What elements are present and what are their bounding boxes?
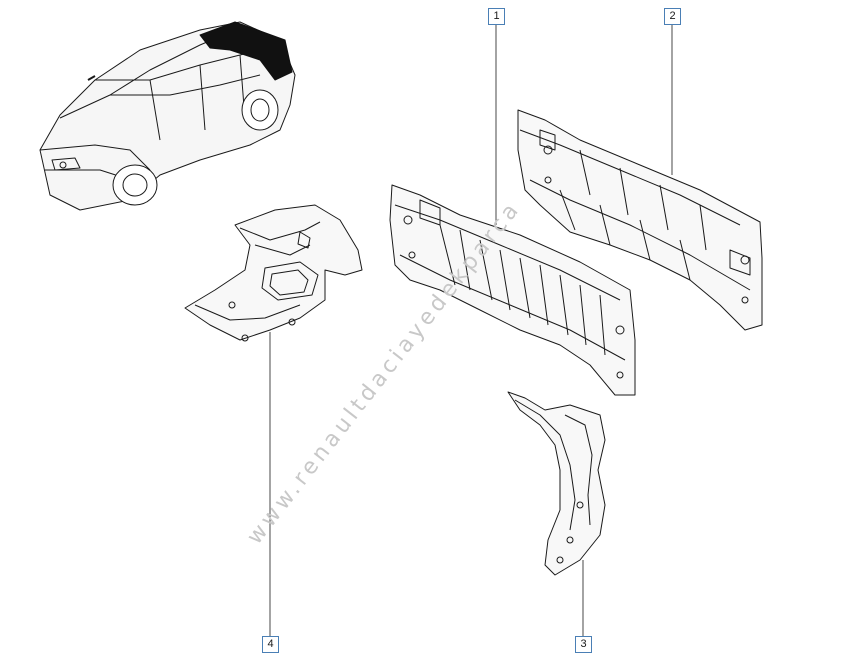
- callout-1[interactable]: 1: [488, 8, 505, 25]
- callout-2[interactable]: 2: [664, 8, 681, 25]
- callout-4[interactable]: 4: [262, 636, 279, 653]
- callout-3[interactable]: 3: [575, 636, 592, 653]
- car-illustration: [39, 21, 296, 211]
- rear-panel-part: [517, 109, 763, 331]
- wheel-arch-reinforcement-part: [507, 391, 606, 576]
- side-trim-panel-part: [184, 204, 363, 342]
- rear-crossmember-part: [389, 184, 636, 396]
- leader-lines: [269, 23, 673, 636]
